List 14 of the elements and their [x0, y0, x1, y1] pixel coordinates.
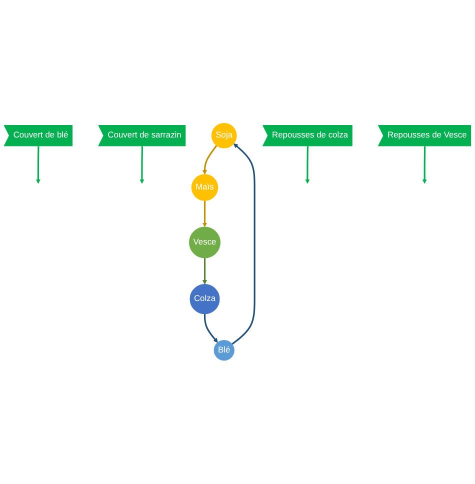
arrow: [140, 146, 144, 184]
node-circle: Blé: [214, 340, 234, 361]
arrow: [202, 200, 208, 228]
arrow: [422, 146, 427, 184]
arrow: [305, 146, 310, 184]
node-circle: Maïs: [191, 174, 218, 202]
node-circle: Vesce: [189, 226, 220, 258]
arrow: [204, 314, 218, 343]
arrow: [202, 145, 218, 175]
arrow: [202, 258, 208, 285]
node-circle: Colza: [190, 284, 220, 314]
arrow: [36, 146, 41, 184]
node-circle: Soja: [211, 123, 237, 149]
arrow: [232, 144, 256, 345]
